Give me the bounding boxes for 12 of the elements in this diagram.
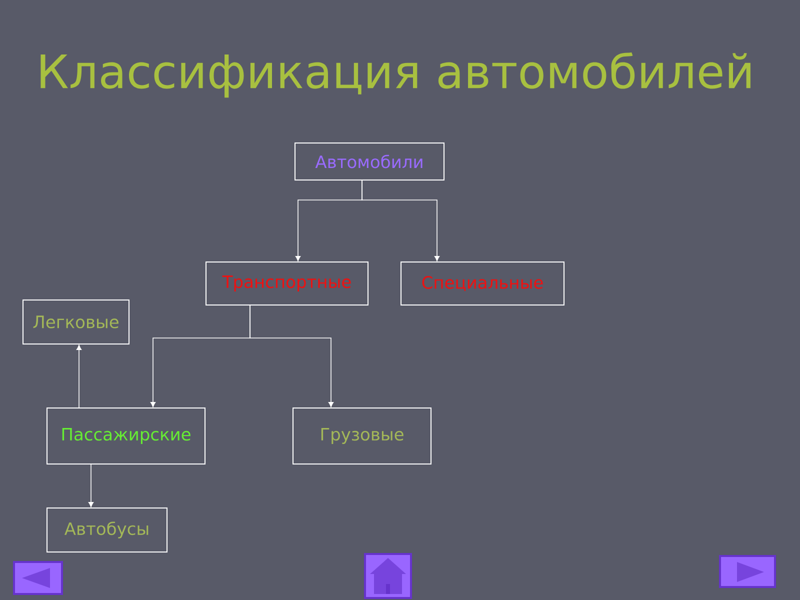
title: Классификация автомобилей [40, 52, 750, 98]
arrow [88, 464, 94, 508]
category-box: Легковые [22, 300, 130, 344]
category-box: Грузовые [292, 408, 432, 464]
category-box: Транспортные [206, 262, 368, 306]
category-box: Специальные [400, 262, 564, 306]
arrow [362, 180, 440, 262]
category-box: Автомобили [294, 142, 444, 180]
category-box: Автобусы [46, 508, 168, 552]
arrow [250, 304, 334, 408]
arrow [76, 344, 82, 408]
category-box: Пассажирские [46, 408, 206, 464]
